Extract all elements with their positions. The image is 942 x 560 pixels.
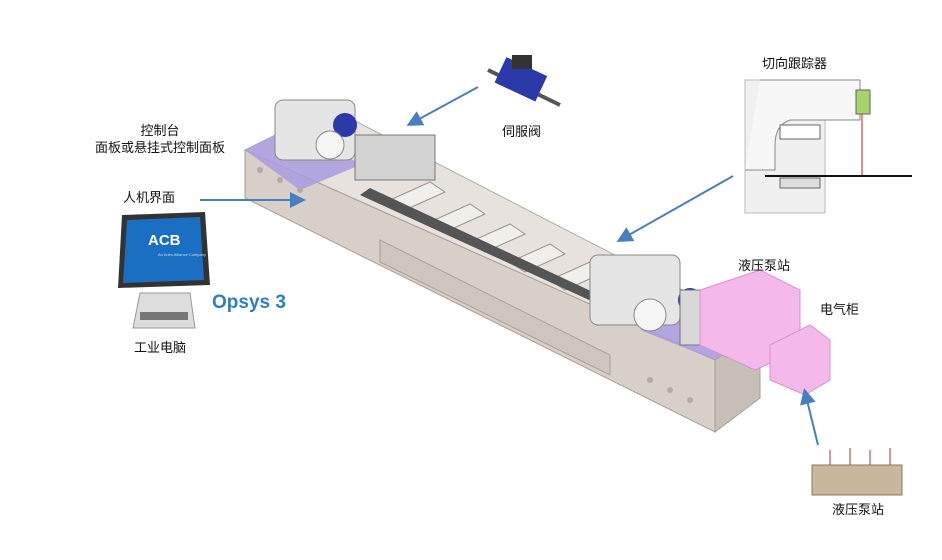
electrical-cabinet-label: 电气柜 bbox=[820, 303, 860, 318]
servo-valve-image bbox=[487, 55, 561, 107]
tracker-label: 切向跟踪器 bbox=[762, 57, 828, 72]
software-label: Opsys 3 bbox=[212, 292, 286, 313]
industrial-pc-label: 工业电脑 bbox=[134, 341, 187, 356]
console-subtitle: 面板或悬挂式控制面板 bbox=[94, 141, 225, 156]
hmi-monitor: ACB An Aries Alliance Company bbox=[118, 212, 210, 288]
industrial-pc-image bbox=[132, 292, 196, 329]
tangential-tracker-image bbox=[744, 79, 912, 214]
console-title: 控制台 bbox=[140, 124, 180, 139]
servo-valve-label: 伺服阀 bbox=[502, 125, 542, 140]
hmi-label: 人机界面 bbox=[123, 191, 176, 206]
electrical-cabinet-unit bbox=[769, 324, 831, 396]
arrow-hydraulic bbox=[800, 388, 819, 446]
hydraulic-valves-image bbox=[811, 448, 903, 496]
console-label: 控制台 面板或悬挂式控制面板 bbox=[80, 123, 240, 157]
arrow-tracker bbox=[616, 175, 734, 242]
roller-head-left bbox=[274, 99, 436, 181]
arrow-servo-valve bbox=[406, 86, 479, 126]
straightener-frame bbox=[243, 99, 761, 434]
svg-text:ACB: ACB bbox=[148, 232, 181, 249]
svg-text:An Aries Alliance Company: An Aries Alliance Company bbox=[158, 252, 206, 257]
hydraulic-station-label: 液压泵站 bbox=[738, 259, 791, 274]
hydraulic-station-bottom-label: 液压泵站 bbox=[832, 503, 885, 518]
